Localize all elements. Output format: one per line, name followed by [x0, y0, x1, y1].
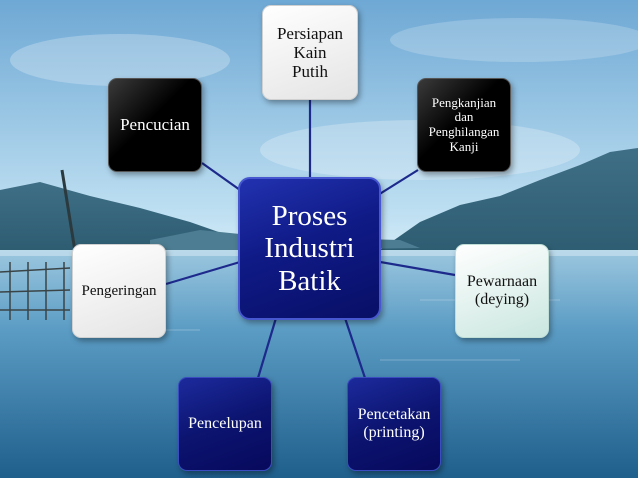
connector-top-left [201, 162, 241, 191]
node-pengeringan[interactable]: Pengeringan [72, 244, 166, 338]
node-pencucian[interactable]: Pencucian [108, 78, 202, 172]
node-pengeringan-label: Pengeringan [81, 282, 157, 299]
node-pencetakan[interactable]: Pencetakan (printing) [347, 377, 441, 471]
node-pencelupan-label: Pencelupan [188, 415, 262, 433]
center-node-label: Proses Industri Batik [264, 199, 355, 297]
center-node-proses-industri-batik[interactable]: Proses Industri Batik [238, 177, 381, 320]
node-pencetakan-label: Pencetakan (printing) [357, 406, 431, 441]
connector-right [379, 260, 456, 277]
node-persiapan-kain-putih[interactable]: Persiapan Kain Putih [262, 5, 358, 100]
connector-bottom-right [343, 317, 367, 379]
node-pencelupan[interactable]: Pencelupan [178, 377, 272, 471]
connector-left [165, 260, 241, 286]
node-pengkanjian[interactable]: Pengkanjian dan Penghilangan Kanji [417, 78, 511, 172]
node-pencucian-label: Pencucian [120, 115, 190, 135]
connector-top-right [377, 169, 419, 196]
connector-bottom-left [256, 317, 278, 379]
node-persiapan-label: Persiapan Kain Putih [276, 23, 344, 82]
node-pengkanjian-label: Pengkanjian dan Penghilangan Kanji [428, 94, 500, 154]
node-pewarnaan-label: Pewarnaan (deying) [466, 273, 538, 308]
node-pewarnaan[interactable]: Pewarnaan (deying) [455, 244, 549, 338]
